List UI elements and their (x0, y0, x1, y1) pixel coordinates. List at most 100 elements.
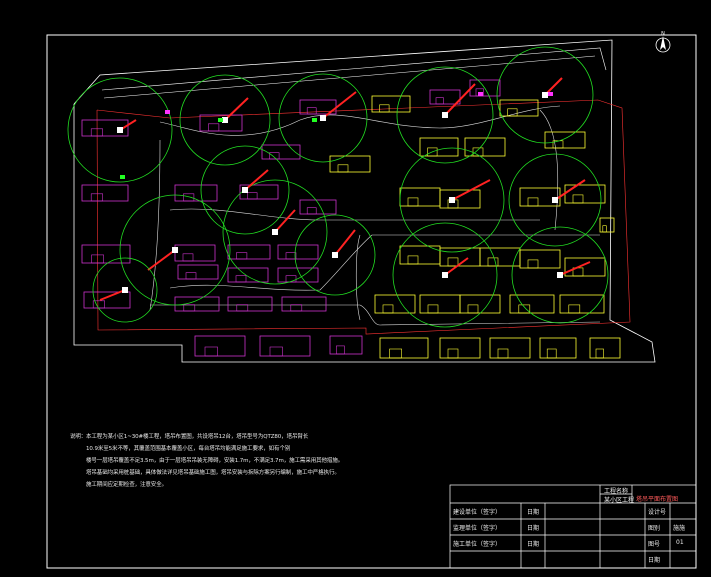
drawing-frame (46, 34, 697, 569)
crane-coverage-circle-4 (396, 66, 494, 164)
crane-base-5 (542, 92, 548, 98)
existing-building-13-unit (285, 275, 297, 283)
existing-building-2 (81, 184, 129, 202)
existing-building-11-unit (236, 304, 249, 312)
new-building-16-unit (382, 304, 394, 314)
existing-building-22 (329, 335, 363, 355)
new-building-3-unit (472, 147, 484, 157)
new-building-12-unit (447, 257, 459, 267)
tb-field-number-value: 01 (676, 539, 684, 546)
crane-arm-13 (99, 289, 126, 301)
crane-base-1 (117, 127, 123, 133)
existing-building-6 (174, 244, 216, 262)
new-building-9-unit (527, 197, 539, 207)
new-building-20 (559, 294, 605, 314)
new-building-26-unit (595, 348, 604, 359)
new-building-4 (499, 99, 539, 117)
tb-row-1-label: 建设单位（签字） (453, 509, 502, 516)
crane-coverage-circle-1 (67, 77, 173, 183)
existing-building-4 (83, 291, 131, 309)
new-building-22 (379, 337, 429, 359)
new-building-2-unit (427, 147, 438, 157)
existing-building-18-unit (247, 192, 258, 200)
new-building-4-unit (507, 108, 518, 117)
new-building-2 (419, 137, 459, 157)
existing-building-19 (299, 199, 337, 215)
new-building-5-unit (552, 140, 564, 149)
crane-base-11 (442, 272, 448, 278)
site-plan (67, 39, 656, 363)
crane-coverage-circle-6 (119, 194, 231, 306)
crane-base-10 (552, 197, 558, 203)
new-building-21 (599, 217, 615, 233)
existing-building-22-unit (336, 345, 345, 355)
existing-building-21-unit (269, 346, 283, 357)
tb-field-date-label: 日期 (648, 557, 661, 564)
internal-road-1 (159, 105, 561, 136)
crane-coverage-circle-9 (399, 147, 505, 253)
new-building-14 (519, 249, 561, 269)
existing-building-20 (194, 335, 246, 357)
crane-coverage-circle-12 (511, 226, 609, 324)
crane-arm-10 (554, 179, 586, 201)
existing-building-1-unit (90, 128, 103, 137)
crane-coverage-circle-5 (496, 46, 594, 144)
crane-arm-3 (322, 91, 357, 119)
crane-coverage-circle-14 (200, 145, 290, 235)
new-building-25-unit (546, 348, 557, 359)
new-building-13 (479, 247, 521, 267)
crane-base-8 (332, 252, 338, 258)
crane-base-6 (172, 247, 178, 253)
existing-building-9-unit (236, 252, 248, 260)
notes-label: 说明： (70, 434, 87, 440)
existing-building-1 (81, 119, 129, 137)
new-building-26 (589, 337, 621, 359)
crane-coverage-circle-3 (278, 73, 368, 163)
new-building-17 (419, 294, 461, 314)
crane-base-9 (449, 197, 455, 203)
existing-building-9 (227, 244, 271, 260)
existing-building-12-unit (285, 252, 297, 260)
new-building-22-unit (389, 348, 402, 359)
north-arrow-label: N (661, 31, 665, 37)
existing-building-13 (277, 267, 319, 283)
note-line-3: 楼号一层塔吊覆盖不足3.5m，由于一层塔吊吊装无障碍，安装1.7m，不满足3.7… (86, 458, 344, 464)
existing-building-16 (261, 144, 301, 160)
existing-building-14 (281, 296, 327, 312)
tb-field-type-label: 图别 (648, 525, 661, 532)
existing-building-7 (177, 264, 219, 280)
site-marker-4 (478, 92, 483, 96)
new-building-6 (329, 155, 371, 173)
new-building-18-unit (467, 304, 479, 314)
crane-base-3 (320, 115, 326, 121)
existing-building-5 (174, 184, 218, 202)
new-building-25 (539, 337, 577, 359)
new-building-13-unit (487, 257, 499, 267)
existing-building-15-unit (208, 123, 220, 132)
existing-building-19-unit (306, 207, 317, 215)
tb-row-1-date: 日期 (527, 509, 540, 516)
crane-arm-7 (274, 209, 296, 233)
note-line-4: 塔吊基础均采用桩基础，具体做法详见塔吊基础施工图，塔吊安装与拆除方案另行编制，施… (86, 470, 340, 476)
tb-project: 某小区工程 (604, 497, 635, 504)
crane-base-2 (222, 117, 228, 123)
crane-base-14 (242, 187, 248, 193)
note-line-1: 本工程为某小区1~30#楼工程，塔吊布置图，共设塔吊12台，塔吊型号为QTZ80… (86, 434, 309, 440)
new-building-1-unit (379, 104, 390, 113)
internal-road-2 (169, 208, 540, 221)
tb-row-3-label: 施工单位（签字） (453, 541, 502, 548)
site-marker-5 (548, 92, 553, 96)
existing-building-8-unit (183, 304, 196, 312)
new-building-15 (564, 257, 606, 277)
internal-road-6 (149, 139, 161, 311)
crane-base-13 (122, 287, 128, 293)
new-building-24 (489, 337, 531, 359)
site-boundary (73, 39, 656, 363)
new-building-7-unit (407, 197, 419, 207)
site-marker-6 (165, 110, 170, 114)
new-building-8 (439, 189, 481, 209)
crane-arm-2 (224, 97, 249, 121)
new-building-3 (464, 137, 506, 157)
new-building-20-unit (568, 304, 581, 314)
existing-building-17-unit (306, 107, 317, 115)
